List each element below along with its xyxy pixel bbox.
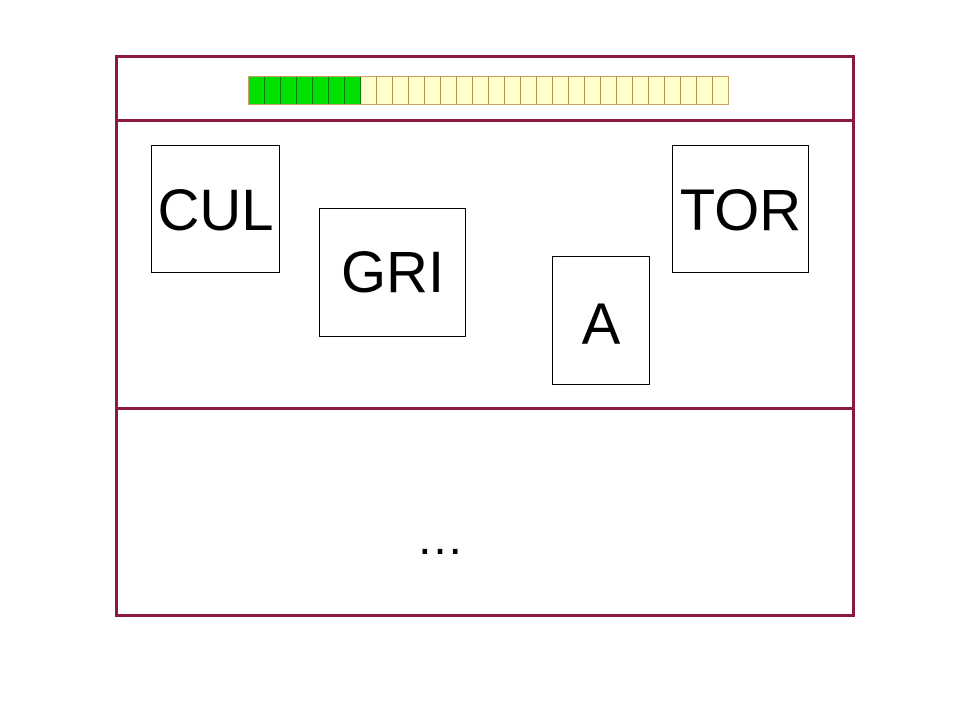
progress-cell-empty	[601, 77, 617, 104]
progress-cell-empty	[665, 77, 681, 104]
progress-cell-filled	[297, 77, 313, 104]
syllable-tile-a[interactable]: A	[552, 256, 650, 385]
progress-cell-empty	[393, 77, 409, 104]
progress-cell-empty	[457, 77, 473, 104]
answer-panel	[115, 407, 855, 617]
progress-cell-filled	[345, 77, 361, 104]
syllable-tile-gri[interactable]: GRI	[319, 208, 466, 337]
progress-cell-empty	[585, 77, 601, 104]
progress-cell-filled	[329, 77, 345, 104]
syllable-tile-tor[interactable]: TOR	[672, 145, 809, 273]
progress-cell-empty	[441, 77, 457, 104]
progress-cell-empty	[377, 77, 393, 104]
progress-bar	[248, 76, 729, 105]
progress-cell-empty	[361, 77, 377, 104]
progress-cell-empty	[409, 77, 425, 104]
progress-cell-empty	[633, 77, 649, 104]
progress-cell-empty	[713, 77, 728, 104]
progress-cell-empty	[473, 77, 489, 104]
progress-cell-filled	[313, 77, 329, 104]
progress-cell-empty	[505, 77, 521, 104]
progress-cell-empty	[569, 77, 585, 104]
progress-cell-empty	[681, 77, 697, 104]
progress-cell-empty	[697, 77, 713, 104]
progress-cell-empty	[649, 77, 665, 104]
progress-cell-empty	[553, 77, 569, 104]
answer-placeholder: …	[416, 512, 464, 565]
progress-cell-empty	[489, 77, 505, 104]
progress-cell-empty	[425, 77, 441, 104]
progress-cell-empty	[521, 77, 537, 104]
progress-cell-filled	[249, 77, 265, 104]
progress-cell-filled	[265, 77, 281, 104]
syllable-tile-cul[interactable]: CUL	[151, 145, 280, 273]
progress-cell-empty	[537, 77, 553, 104]
progress-cell-filled	[281, 77, 297, 104]
progress-cell-empty	[617, 77, 633, 104]
